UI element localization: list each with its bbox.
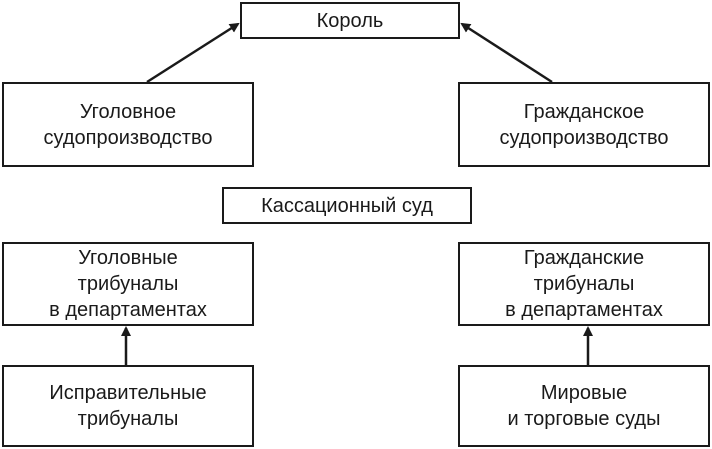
arrow-criminal-to-king xyxy=(146,22,240,84)
peace-trade-courts-label: Мировые и торговые суды xyxy=(507,382,661,430)
peace-trade-courts-box: Мировые и торговые суды xyxy=(458,365,710,447)
civil-procedure-box: Гражданское судопроизводство xyxy=(458,82,710,167)
king-label: Король xyxy=(316,9,384,32)
criminal-procedure-box: Уголовное судопроизводство xyxy=(2,82,254,167)
civil-tribunals-box: Гражданские трибуналы в департаментах xyxy=(458,242,710,326)
criminal-procedure-label: Уголовное судопроизводство xyxy=(43,100,213,149)
criminal-tribunals-box: Уголовные трибуналы в департаментах xyxy=(2,242,254,326)
criminal-tribunals-label: Уголовные трибуналы в департаментах xyxy=(49,247,207,321)
civil-tribunals-label: Гражданские трибуналы в департаментах xyxy=(505,247,663,321)
civil-procedure-label: Гражданское судопроизводство xyxy=(499,100,669,149)
arrow-civil-to-king xyxy=(460,22,553,84)
cassation-court-label: Кассационный суд xyxy=(261,194,433,217)
king-box: Король xyxy=(240,2,460,39)
correctional-tribunals-box: Исправительные трибуналы xyxy=(2,365,254,447)
correctional-tribunals-label: Исправительные трибуналы xyxy=(49,382,207,430)
cassation-court-box: Кассационный суд xyxy=(222,187,472,224)
